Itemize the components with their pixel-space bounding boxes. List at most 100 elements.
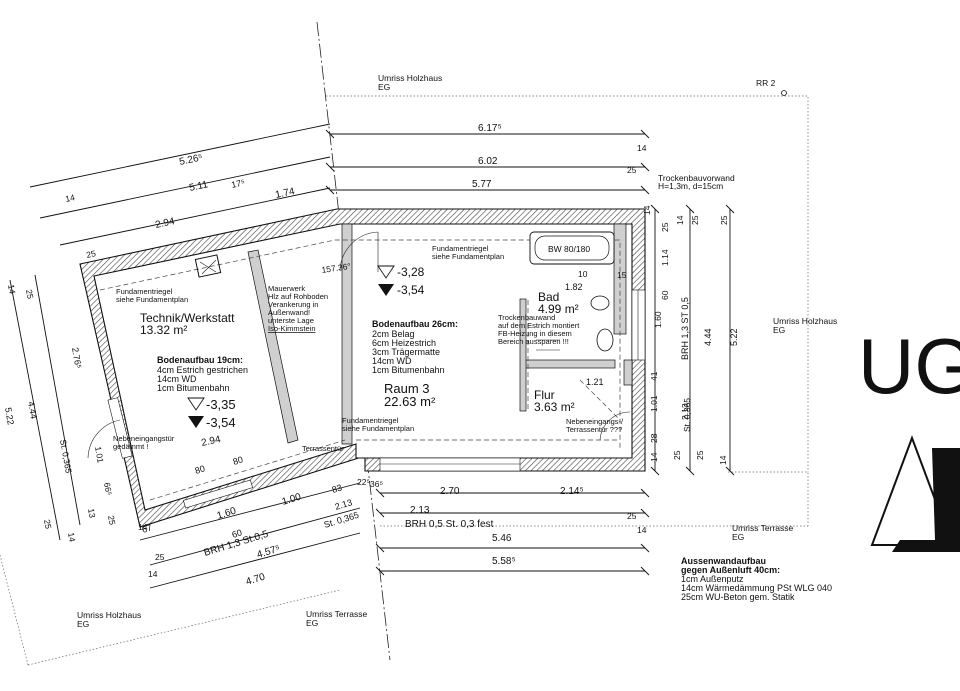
dim-left-e: 5.22 [3, 407, 16, 426]
dim-left-f: 1.01 [93, 446, 106, 464]
dim-right-g: 60 [660, 290, 670, 300]
aussenwand-layer-1: 1cm Außenputz [681, 574, 744, 584]
dim-top-row1: 6.17⁵ [478, 123, 502, 134]
logo-text: UG [858, 322, 960, 410]
mauerwerk-5: unterste Lage [268, 316, 314, 325]
dim-left-d: 4.44 [26, 401, 39, 420]
dim-top-left-row2c: 1.74 [274, 186, 296, 201]
dim-bottom-c: 1.00 [281, 492, 303, 508]
technik-room-area: 13.32 m² [140, 323, 187, 337]
aussenwand-title-1: Aussenwandaufbau [681, 556, 766, 566]
dim-bottom-j: 14 [138, 522, 148, 532]
dim-left-c: 2.76⁵ [70, 347, 84, 370]
raum3-floor-layer-1: 2cm Belag [372, 329, 415, 339]
angle-label: 157.36° [321, 261, 352, 275]
raum3-level-top: -3,28 [397, 265, 425, 279]
trockenbauvorwand-2: H=1,3m, d=15cm [658, 181, 723, 191]
outline-holzhaus-bottom-2: EG [77, 619, 89, 629]
dim-bottom-right-total1-end: 14 [637, 525, 647, 535]
dim-top-left-small-a: 14 [64, 192, 76, 204]
outline-holzhaus-top-2: EG [378, 82, 390, 92]
mauerwerk-1: Mauerwerk [268, 284, 305, 293]
bad-room-name: Bad [538, 290, 559, 304]
technik-room-name: Technik/Werkstatt [140, 311, 235, 325]
outline-terrasse-right-2: EG [732, 532, 744, 542]
dim-bottom-e: 22⁵ [357, 477, 370, 487]
raum3-fundament-top-2: siehe Fundamentplan [432, 252, 504, 261]
aussenwand-layer-3: 25cm WU-Beton gem. Statik [681, 592, 795, 602]
flur-room-name: Flur [534, 388, 555, 402]
dim-right-h: 1.60 [653, 311, 663, 328]
outline-terrasse-right-1: Umriss Terrasse [732, 523, 794, 533]
technik-floor-title: Bodenaufbau 19cm: [157, 355, 243, 365]
bad-room-area: 4.99 m² [538, 302, 579, 316]
raum3-floor-layer-2: 6cm Heizestrich [372, 338, 436, 348]
mauerwerk-3: Verankerung in [268, 300, 318, 309]
aussenwand-title-2: gegen Außenluft 40cm: [681, 565, 780, 575]
dim-top-left-row1: 5.26⁵ [178, 152, 203, 168]
dim-left-door-a: 80 [194, 463, 207, 475]
outline-holzhaus-bottom-1: Umriss Holzhaus [77, 610, 141, 620]
technik-fundament-1: Fundamentriegel [116, 287, 173, 296]
trockenbau-4: Bereich aussparen !!! [498, 337, 569, 346]
dim-bottom-right-d: 25 [627, 511, 637, 521]
dim-left-k: 14 [66, 532, 78, 543]
dim-right-f: 15 [617, 270, 627, 280]
walls [79, 208, 646, 528]
dim-top-row1-end: 14 [637, 143, 647, 153]
technik-floor-layer-2: 14cm WD [157, 374, 197, 384]
raum3-floor-title: Bodenaufbau 26cm: [372, 319, 458, 329]
level-markers [187, 265, 395, 428]
raum3-fundament-top-1: Fundamentriegel [432, 244, 489, 253]
dim-right-e: 1.82 [565, 282, 583, 292]
dim-bottom-d: 83 [331, 482, 344, 494]
dim-right-top-a: 14 [675, 215, 685, 225]
dim-left-b: 25 [24, 289, 36, 300]
dim-right-l: 28 [649, 433, 659, 443]
raum3-floor-layer-5: 1cm Bitumenbahn [372, 365, 445, 375]
dim-top-left-small-b: 25 [85, 248, 97, 260]
dim-right-st: St. 0,365 [682, 398, 692, 432]
dim-bottom-brh-right: BRH 0,5 St. 0,3 fest [405, 519, 494, 530]
dim-right-top-b: 25 [690, 215, 700, 225]
dim-bottom-right-total2: 5.58⁵ [492, 556, 516, 567]
mauerwerk-4: Außenwand! [268, 308, 310, 317]
ug-logo: UG [858, 322, 960, 552]
dim-right-a: 14 [642, 205, 652, 215]
dim-bottom-right-c: 2.13 [410, 505, 430, 516]
outline-holzhaus-right-2: EG [773, 325, 785, 335]
bathtub-label: BW 80/180 [548, 244, 590, 254]
dim-bottom-k: 25 [155, 552, 165, 562]
technik-floor-layer-3: 1cm Bitumenbahn [157, 383, 230, 393]
technik-fundament-2: siehe Fundamentplan [116, 295, 188, 304]
dim-left-l: 25 [42, 519, 54, 530]
raum3-room-area: 22.63 m² [384, 394, 436, 409]
trockenbauvorwand-1: Trockenbauvorwand [658, 173, 735, 183]
dim-bottom-right-total1: 5.46 [492, 533, 512, 544]
dim-left-h: 66⁵ [102, 482, 114, 497]
raum3-floor-layer-4: 14cm WD [372, 356, 412, 366]
trockenbau-3: FB-Heizung in diesem [498, 329, 572, 338]
dim-top-row3: 5.77 [472, 179, 492, 190]
dim-bottom-right-b: 2.14⁵ [560, 486, 584, 497]
technik-level-bottom: -3,54 [206, 415, 236, 430]
dim-bottom-g: 60 [231, 527, 244, 539]
dim-left-a: 14 [6, 284, 18, 295]
dim-bottom-left-total2: 4.70 [245, 572, 267, 588]
dim-right-total1: 4.44 [703, 328, 713, 346]
mauerwerk-6: Iso-Kimmstein [268, 324, 316, 333]
raum3-fundament-bottom-2: siehe Fundamentplan [342, 424, 414, 433]
outline-holzhaus-top-1: Umriss Holzhaus [378, 73, 442, 83]
dim-top-row2: 6.02 [478, 156, 498, 167]
raum3-floor-layer-3: 3cm Trägermatte [372, 347, 440, 357]
dim-right-brh: BRH 1,3 ST 0,5 [680, 297, 690, 360]
dim-right-o: 25 [695, 450, 705, 460]
dim-right-b: 25 [660, 222, 670, 232]
technik-floor-layer-1: 4cm Estrich gestrichen [157, 365, 248, 375]
dim-left-inner-width: 2.94 [200, 434, 222, 449]
dim-top-left-row2b: 17⁵ [230, 177, 246, 190]
nebeneingang-right-1: Nebeneingangs-/ [566, 417, 624, 426]
raum3-level-bottom: -3,54 [397, 283, 425, 297]
dim-bottom-a: 67 [141, 522, 154, 534]
